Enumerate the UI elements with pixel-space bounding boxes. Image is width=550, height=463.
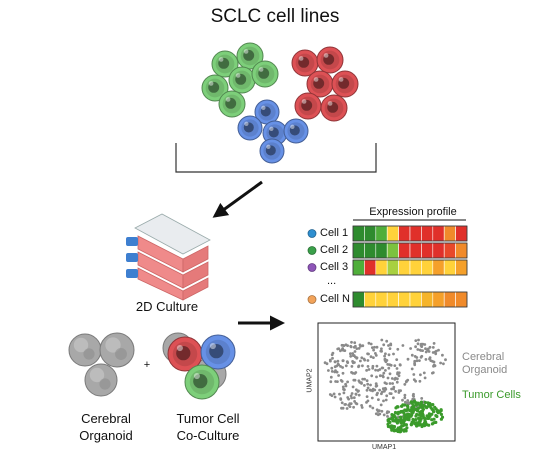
- heatmap-cell: [386, 259, 399, 276]
- blue-cell: [283, 118, 309, 144]
- page-title: SCLC cell lines: [210, 6, 340, 27]
- red-cell: [294, 92, 322, 120]
- heatmap-cell: [375, 225, 388, 242]
- heatmap-cell: [364, 259, 377, 276]
- heatmap-cell: [443, 259, 456, 276]
- red-cell-cluster-icon: [291, 46, 359, 122]
- heatmap-row-label: Cell 2: [320, 244, 349, 256]
- blue-cell-cluster-icon: [237, 99, 309, 164]
- label-cerebral-organoid: Cerebral Organoid: [79, 411, 133, 443]
- heatmap-cell: [443, 242, 456, 259]
- heatmap-cell: [375, 242, 388, 259]
- green-cell: [228, 66, 256, 94]
- heatmap-cell: [352, 242, 365, 259]
- heatmap-cell: [421, 259, 434, 276]
- tumor-coculture-icon: [162, 332, 236, 400]
- blue-tumor-cell: [200, 334, 236, 370]
- umap-ylabel: UMAP2: [306, 368, 314, 393]
- heatmap-cell: [364, 225, 377, 242]
- green-tumor-cell: [184, 364, 220, 400]
- culture-flask-icon: [126, 213, 211, 301]
- red-cell: [316, 46, 344, 74]
- heatmap-cell: [409, 291, 422, 308]
- heatmap-cell: [375, 291, 388, 308]
- cerebral-organoid-icon: [68, 332, 135, 397]
- red-cell: [306, 70, 334, 98]
- cell-marker-dot: [307, 229, 317, 238]
- cell-marker-dot: [307, 246, 317, 255]
- heatmap-cell: [364, 242, 377, 259]
- heatmap-row-label: Cell 3: [320, 261, 349, 273]
- green-cell-cluster-icon: [201, 42, 279, 118]
- green-cell: [218, 90, 246, 118]
- cell-marker-dot: [307, 263, 317, 272]
- expression-header: Expression profile: [369, 206, 457, 218]
- heatmap-cell: [432, 259, 445, 276]
- heatmap-cell: [352, 259, 365, 276]
- umap-xlabel: UMAP1: [372, 444, 397, 451]
- red-cell: [331, 70, 359, 98]
- green-cell: [201, 74, 229, 102]
- heatmap-cell: [386, 242, 399, 259]
- green-cell: [236, 42, 264, 70]
- heatmap-cell: [398, 225, 411, 242]
- heatmap-row-label: Cell 1: [320, 227, 349, 239]
- heatmap-cell: [432, 225, 445, 242]
- heatmap-cell: [398, 291, 411, 308]
- blue-cell: [237, 115, 263, 141]
- heatmap-cell: [455, 259, 468, 276]
- blue-cell: [259, 138, 285, 164]
- heatmap-cell: [432, 242, 445, 259]
- plus-sign: +: [143, 359, 151, 371]
- heatmap-row-label: Cell N: [320, 293, 350, 305]
- heatmap-cell: [375, 259, 388, 276]
- arrow-to-2d-culture: [212, 180, 263, 218]
- umap-plot-frame: [317, 322, 456, 442]
- umap-legend-tumor: Tumor Cells: [462, 389, 521, 401]
- organoid-sphere: [99, 332, 135, 368]
- red-tumor-cell: [167, 336, 203, 372]
- heatmap-cell: [409, 242, 422, 259]
- heatmap-cell: [421, 242, 434, 259]
- umap-scatter: [323, 338, 447, 434]
- heatmap-cell: [352, 225, 365, 242]
- expression-heatmap: [307, 225, 468, 308]
- heatmap-cell: [398, 259, 411, 276]
- heatmap-cell: [421, 225, 434, 242]
- green-cell: [251, 60, 279, 88]
- heatmap-cell: [443, 291, 456, 308]
- umap-legend-organoid: Cerebral Organoid: [462, 351, 508, 376]
- cell-marker-dot: [307, 295, 317, 304]
- heatmap-cell: [455, 225, 468, 242]
- heatmap-cell: [364, 291, 377, 308]
- heatmap-cell: [443, 225, 456, 242]
- heatmap-cell: [398, 242, 411, 259]
- heatmap-cell: [432, 291, 445, 308]
- heatmap-ellipsis: ...: [327, 275, 337, 287]
- green-cell: [211, 50, 239, 78]
- heatmap-cell: [455, 242, 468, 259]
- heatmap-cell: [386, 225, 399, 242]
- heatmap-cell: [421, 291, 434, 308]
- organoid-sphere: [84, 363, 118, 397]
- label-2d-culture: 2D Culture: [135, 299, 199, 314]
- label-tumor-coculture: Tumor Cell Co-Culture: [176, 411, 240, 443]
- heatmap-cell: [409, 259, 422, 276]
- red-cell: [291, 49, 319, 77]
- heatmap-cell: [455, 291, 468, 308]
- organoid-sphere: [68, 333, 102, 367]
- red-cell: [320, 94, 348, 122]
- heatmap-cell: [409, 225, 422, 242]
- grouping-bracket: [175, 143, 377, 173]
- heatmap-cell: [386, 291, 399, 308]
- heatmap-cell: [352, 291, 365, 308]
- blue-cell: [254, 99, 280, 125]
